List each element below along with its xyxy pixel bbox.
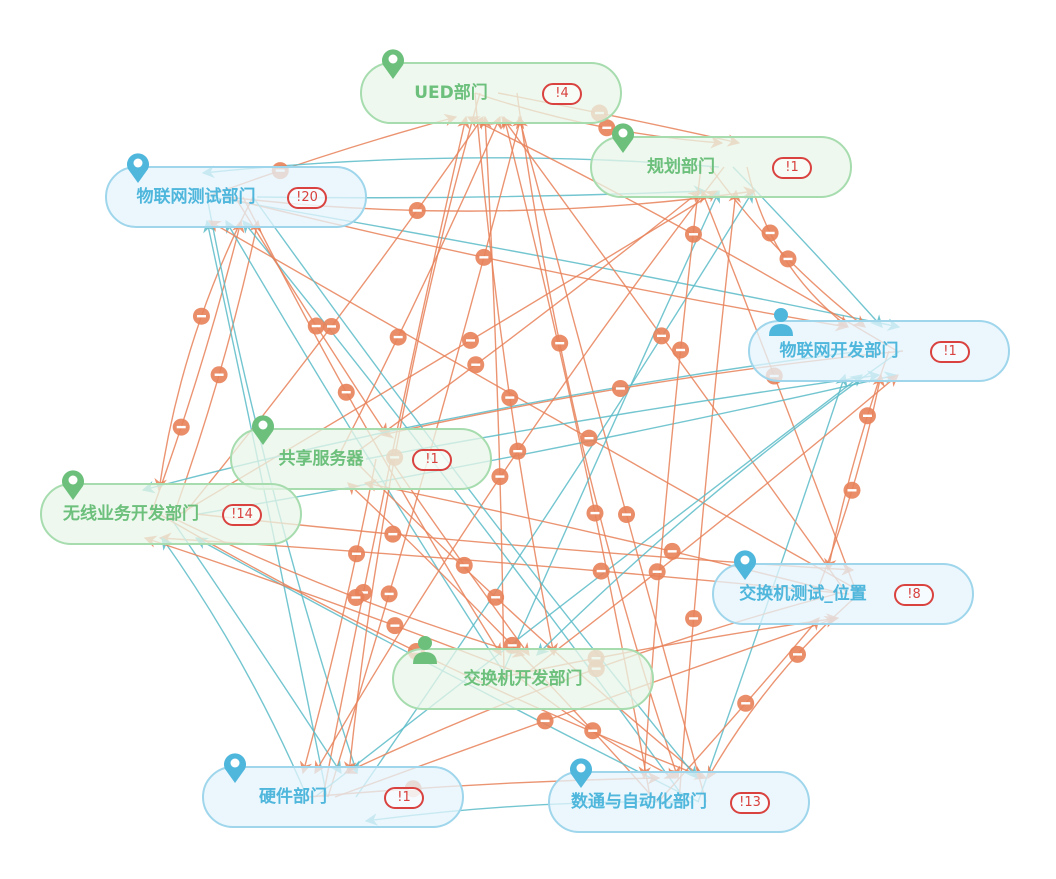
map-pin-icon — [382, 49, 404, 79]
user-icon — [413, 636, 437, 664]
node-label: 交换机测试_位置 — [739, 584, 867, 604]
alert-badge[interactable]: !20 — [287, 187, 327, 209]
relation-edge[interactable] — [207, 220, 866, 595]
alert-badge[interactable]: !14 — [222, 504, 262, 526]
relation-edge[interactable] — [474, 92, 558, 657]
relation-edge[interactable] — [346, 190, 701, 460]
map-pin-icon — [252, 415, 274, 445]
map-pin-icon — [62, 470, 84, 500]
relation-edge[interactable] — [299, 458, 377, 775]
alert-badge[interactable]: !13 — [730, 792, 770, 814]
relation-edge[interactable] — [242, 220, 688, 803]
relation-edge[interactable] — [161, 536, 308, 798]
graph-node[interactable]: 共享服务器 !1 — [230, 415, 492, 490]
map-pin-icon — [224, 753, 246, 783]
relation-edge[interactable] — [167, 513, 342, 775]
relation-edge[interactable] — [515, 115, 707, 803]
map-pin-icon — [734, 550, 756, 580]
relation-edge[interactable] — [314, 374, 864, 798]
map-pin-icon — [570, 758, 592, 788]
graph-node[interactable]: 硬件部门 !1 — [202, 753, 464, 828]
relation-edge[interactable] — [355, 189, 754, 798]
node-label: 数通与自动化部门 — [571, 792, 707, 812]
relation-edge[interactable] — [150, 219, 245, 515]
graph-node[interactable]: UED部门 !4 — [360, 49, 622, 124]
alert-badge[interactable]: !8 — [894, 584, 934, 606]
alert-badge[interactable]: !1 — [412, 449, 452, 471]
relation-edge[interactable] — [234, 196, 388, 437]
node-label: 规划部门 — [647, 157, 715, 177]
alert-badge[interactable]: !1 — [772, 157, 812, 179]
user-icon — [769, 308, 793, 336]
relation-edge[interactable] — [242, 196, 502, 657]
map-pin-icon — [127, 153, 149, 183]
relation-edge[interactable] — [499, 189, 721, 680]
node-label: 物联网测试部门 — [136, 187, 256, 207]
graph-node[interactable]: 规划部门 !1 — [590, 123, 852, 198]
node-label: UED部门 — [414, 83, 488, 103]
graph-node[interactable]: 无线业务开发部门 !14 — [40, 470, 302, 545]
node-label: 共享服务器 — [278, 449, 364, 469]
relation-edge[interactable] — [518, 374, 899, 680]
graph-node[interactable]: 交换机开发部门 — [392, 636, 654, 710]
alert-badge[interactable]: !1 — [384, 787, 424, 809]
graph-node[interactable]: 物联网开发部门 !1 — [748, 308, 1010, 382]
node-label: 硬件部门 — [259, 787, 327, 807]
relation-edge[interactable] — [466, 116, 898, 352]
relation-edge[interactable] — [198, 371, 898, 515]
relation-edge[interactable] — [314, 166, 725, 775]
node-label: 物联网开发部门 — [779, 341, 899, 361]
alert-badge[interactable]: !4 — [542, 83, 582, 105]
node-label: 无线业务开发部门 — [63, 504, 199, 524]
node-label: 交换机开发部门 — [463, 669, 583, 689]
graph-node[interactable]: 物联网测试部门 !20 — [105, 153, 367, 228]
alert-badge[interactable]: !1 — [930, 341, 970, 363]
graph-node[interactable]: 数通与自动化部门 !13 — [548, 758, 810, 833]
graph-node[interactable]: 交换机测试_位置 !8 — [712, 550, 974, 625]
relation-edge[interactable] — [536, 350, 901, 656]
relation-edge[interactable] — [352, 458, 703, 779]
relation-edge[interactable] — [336, 115, 502, 460]
map-pin-icon — [612, 123, 634, 153]
